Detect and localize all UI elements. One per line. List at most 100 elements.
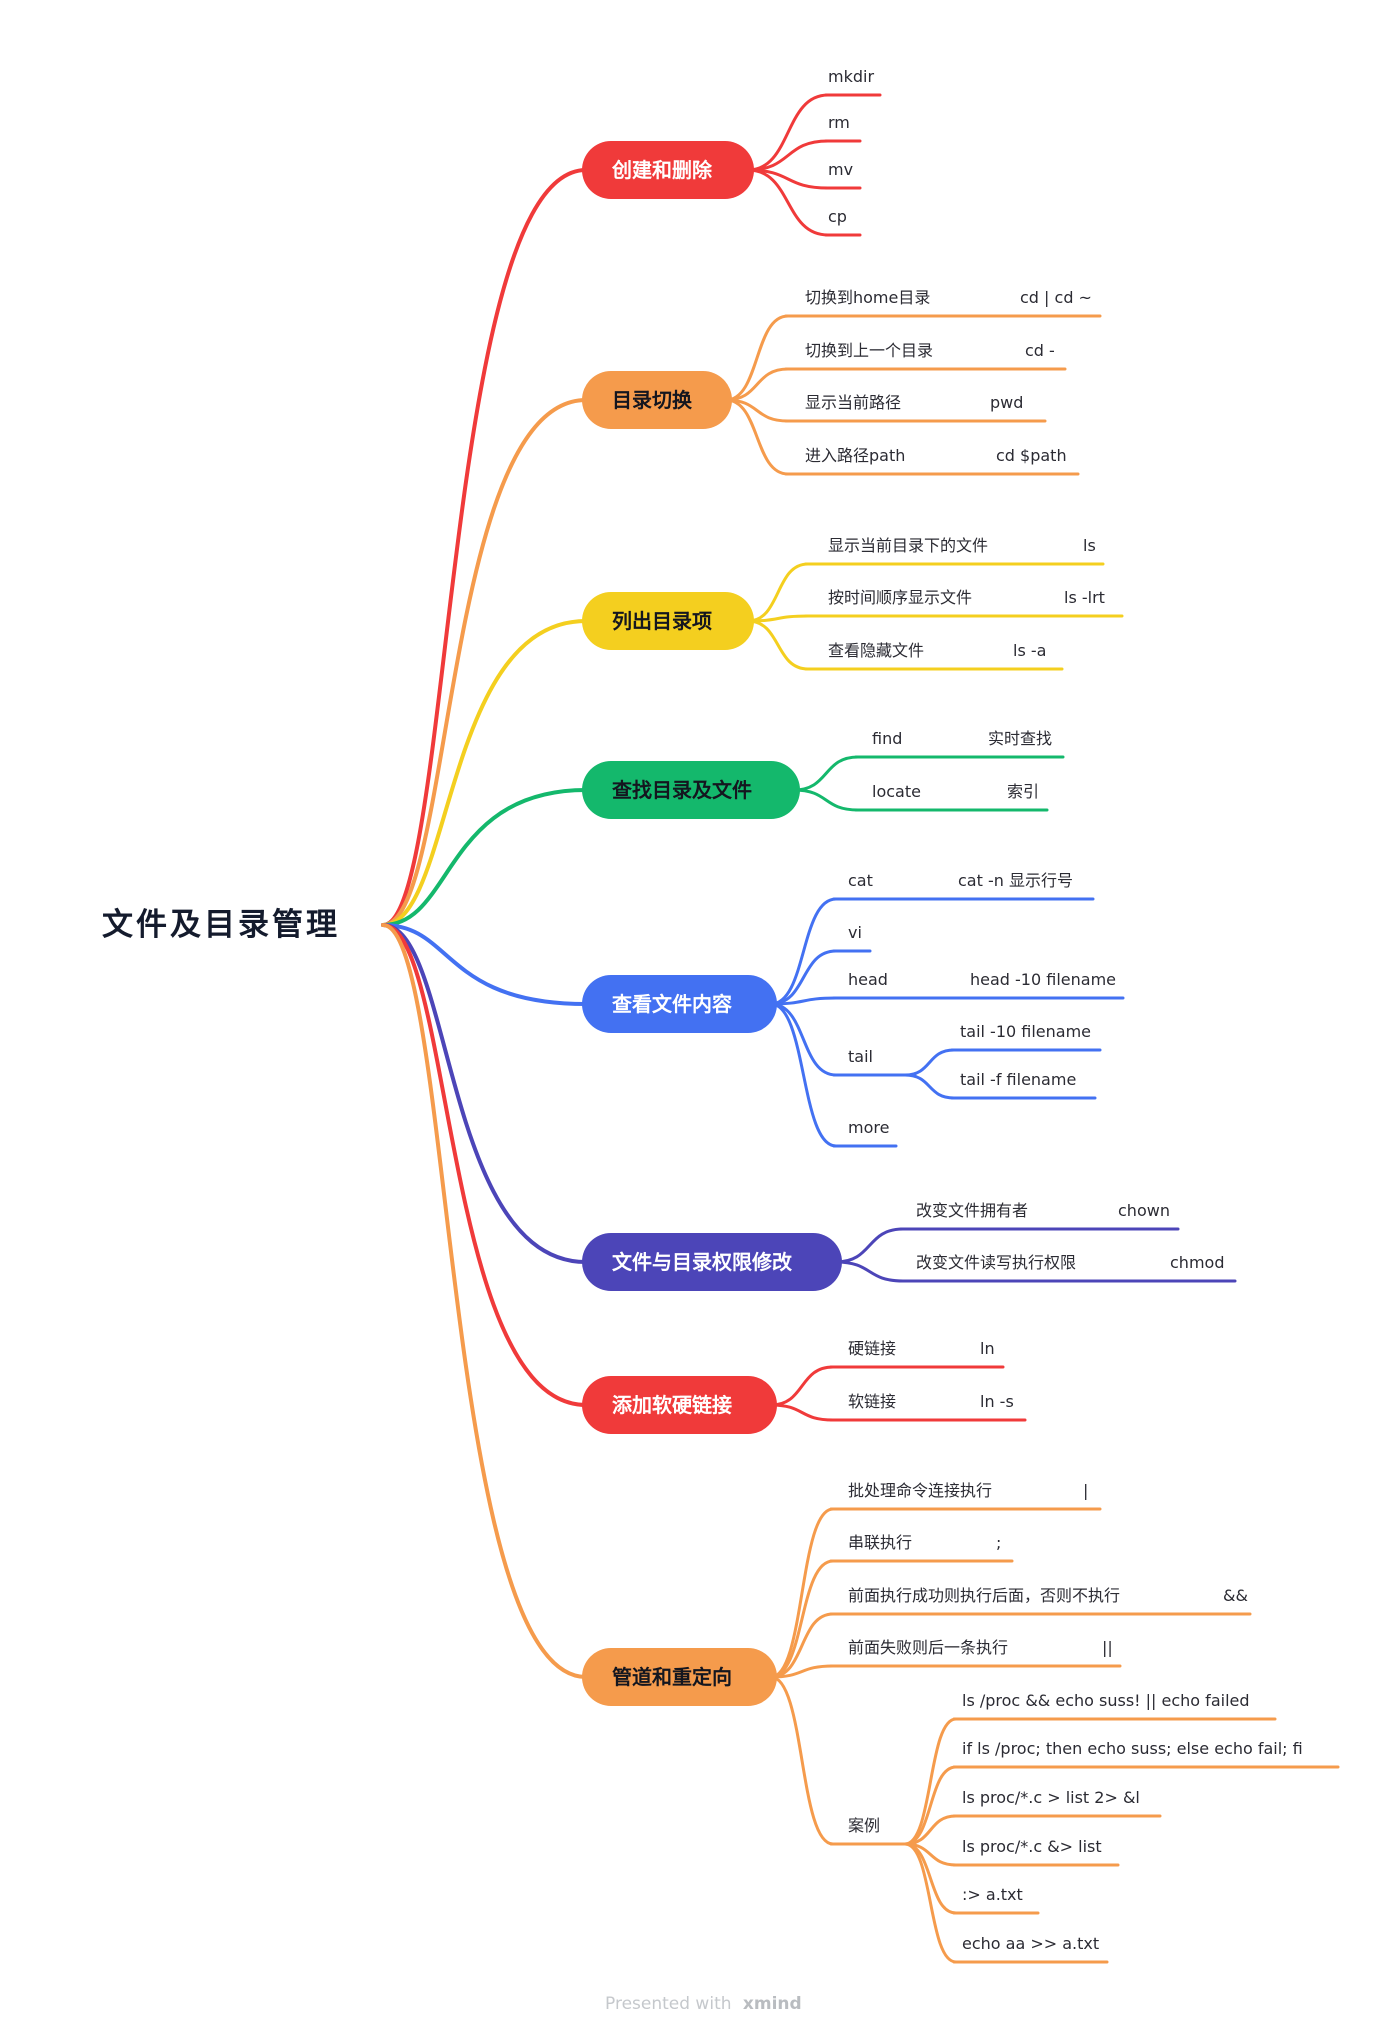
branch-label: 文件与目录权限修改 (612, 1250, 793, 1274)
branch-pill (582, 1648, 777, 1706)
branch-label: 创建和删除 (611, 158, 713, 182)
leaf-connector (769, 996, 838, 1006)
leaf-label[interactable]: 前面失败则后一条执行 (848, 1638, 1008, 1657)
leaf-connector (769, 1403, 835, 1422)
leaf-label[interactable]: vi (848, 923, 862, 942)
leaf-connector (769, 1002, 838, 1148)
leaf-label[interactable]: 改变文件读写执行权限 (916, 1253, 1076, 1272)
leaf-connector (746, 562, 810, 623)
leaf-label[interactable]: 切换到home目录 (805, 288, 930, 307)
leaf-connector (792, 788, 860, 812)
sub-leaf-label[interactable]: echo aa >> a.txt (962, 1934, 1099, 1953)
leaf-label[interactable]: 进入路径path (805, 446, 905, 465)
leaf-connector (746, 168, 830, 237)
sub-leaf-connector (903, 1048, 956, 1077)
branch-pill (582, 1233, 842, 1291)
leaf-label[interactable]: 批处理命令连接执行 (848, 1481, 992, 1500)
branch-topic[interactable]: 查找目录及文件 (582, 761, 800, 819)
leaf-value[interactable]: pwd (990, 393, 1023, 412)
branch-connector (381, 923, 588, 1264)
branch-pill (582, 592, 754, 650)
branch-connector (381, 923, 588, 1006)
sub-leaf-label[interactable]: tail -10 filename (960, 1022, 1091, 1041)
root-topic[interactable]: 文件及目录管理 (102, 907, 340, 943)
leaf-label[interactable]: mv (828, 160, 853, 179)
leaf-connector (769, 1002, 838, 1077)
leaf-value[interactable]: chmod (1170, 1253, 1224, 1272)
leaf-label[interactable]: 显示当前路径 (805, 393, 901, 412)
leaf-value[interactable]: ls -lrt (1064, 588, 1105, 607)
leaf-connector (769, 1365, 835, 1407)
branch-label: 添加软硬链接 (612, 1393, 732, 1417)
leaf-connector (769, 1675, 835, 1846)
sub-leaf-label[interactable]: if ls /proc; then echo suss; else echo f… (962, 1739, 1303, 1758)
branch-label: 查找目录及文件 (612, 778, 752, 802)
leaf-value[interactable]: cat -n 显示行号 (958, 871, 1073, 890)
leaf-connector (769, 897, 838, 1006)
leaf-connectors (724, 93, 1340, 1964)
sub-leaf-label[interactable]: tail -f filename (960, 1070, 1076, 1089)
branch-topic[interactable]: 添加软硬链接 (582, 1376, 777, 1434)
leaf-connector (834, 1260, 905, 1283)
leaf-connector (724, 314, 790, 402)
branch-topic[interactable]: 创建和删除 (582, 141, 754, 199)
leaf-value[interactable]: head -10 filename (970, 970, 1116, 989)
branch-pill (582, 371, 732, 429)
leaf-value[interactable]: ; (996, 1533, 1001, 1552)
leaf-value[interactable]: ln -s (980, 1392, 1014, 1411)
leaf-label[interactable]: 改变文件拥有者 (916, 1201, 1028, 1220)
branch-topic[interactable]: 查看文件内容 (582, 975, 777, 1033)
leaf-label[interactable]: 软链接 (848, 1392, 896, 1411)
leaf-value[interactable]: chown (1118, 1201, 1170, 1220)
branch-topic[interactable]: 列出目录项 (582, 592, 754, 650)
branch-pill (582, 761, 800, 819)
leaf-label[interactable]: cp (828, 207, 847, 226)
branch-connector (381, 788, 588, 927)
branch-nodes: 创建和删除目录切换列出目录项查找目录及文件查看文件内容文件与目录权限修改添加软硬… (582, 141, 842, 1706)
branch-connector (381, 398, 588, 927)
leaf-value[interactable]: cd | cd ~ (1020, 288, 1092, 307)
branch-topic[interactable]: 目录切换 (582, 371, 732, 429)
leaf-value[interactable]: cd - (1025, 341, 1055, 360)
leaf-label[interactable]: 按时间顺序显示文件 (828, 588, 972, 607)
leaf-label[interactable]: find (872, 729, 902, 748)
leaf-label[interactable]: 案例 (848, 1816, 880, 1835)
sub-leaf-label[interactable]: ls /proc && echo suss! || echo failed (962, 1691, 1250, 1710)
leaf-label[interactable]: 切换到上一个目录 (805, 341, 933, 360)
leaf-label[interactable]: mkdir (828, 67, 874, 86)
leaf-connector (746, 93, 830, 172)
leaf-value[interactable]: | (1083, 1481, 1088, 1500)
leaf-value[interactable]: 实时查找 (988, 729, 1052, 748)
sub-leaf-label[interactable]: :> a.txt (962, 1885, 1023, 1904)
presented-with-text: Presented with (605, 1994, 732, 2014)
leaf-label[interactable]: 串联执行 (848, 1533, 912, 1552)
sub-leaf-label[interactable]: ls proc/*.c &> list (962, 1837, 1102, 1856)
branch-label: 目录切换 (612, 388, 693, 412)
sub-leaf-label[interactable]: ls proc/*.c > list 2> &l (962, 1788, 1140, 1807)
leaf-label[interactable]: 前面执行成功则执行后面，否则不执行 (848, 1586, 1120, 1605)
leaf-label[interactable]: 显示当前目录下的文件 (828, 536, 988, 555)
branch-connector (381, 619, 588, 927)
leaf-label[interactable]: more (848, 1118, 889, 1137)
leaf-value[interactable]: 索引 (1007, 782, 1039, 801)
branch-label: 列出目录项 (612, 609, 712, 633)
leaf-label[interactable]: locate (872, 782, 921, 801)
leaf-value[interactable]: cd $path (996, 446, 1067, 465)
leaf-value[interactable]: && (1223, 1586, 1248, 1605)
leaf-connector (769, 1612, 835, 1679)
leaf-value[interactable]: ln (980, 1339, 995, 1358)
leaf-label[interactable]: 硬链接 (848, 1339, 896, 1358)
branch-connector (381, 923, 588, 1407)
branch-topic[interactable]: 管道和重定向 (582, 1648, 777, 1706)
leaf-label[interactable]: 查看隐藏文件 (828, 641, 924, 660)
leaf-label[interactable]: cat (848, 871, 873, 890)
leaf-label[interactable]: head (848, 970, 888, 989)
leaf-value[interactable]: ls (1083, 536, 1096, 555)
leaf-label[interactable]: rm (828, 113, 850, 132)
xmind-brand: xmind (743, 1994, 802, 2014)
branch-topic[interactable]: 文件与目录权限修改 (582, 1233, 842, 1291)
leaf-label[interactable]: tail (848, 1047, 873, 1066)
leaf-value[interactable]: || (1102, 1638, 1113, 1657)
leaf-value[interactable]: ls -a (1013, 641, 1046, 660)
